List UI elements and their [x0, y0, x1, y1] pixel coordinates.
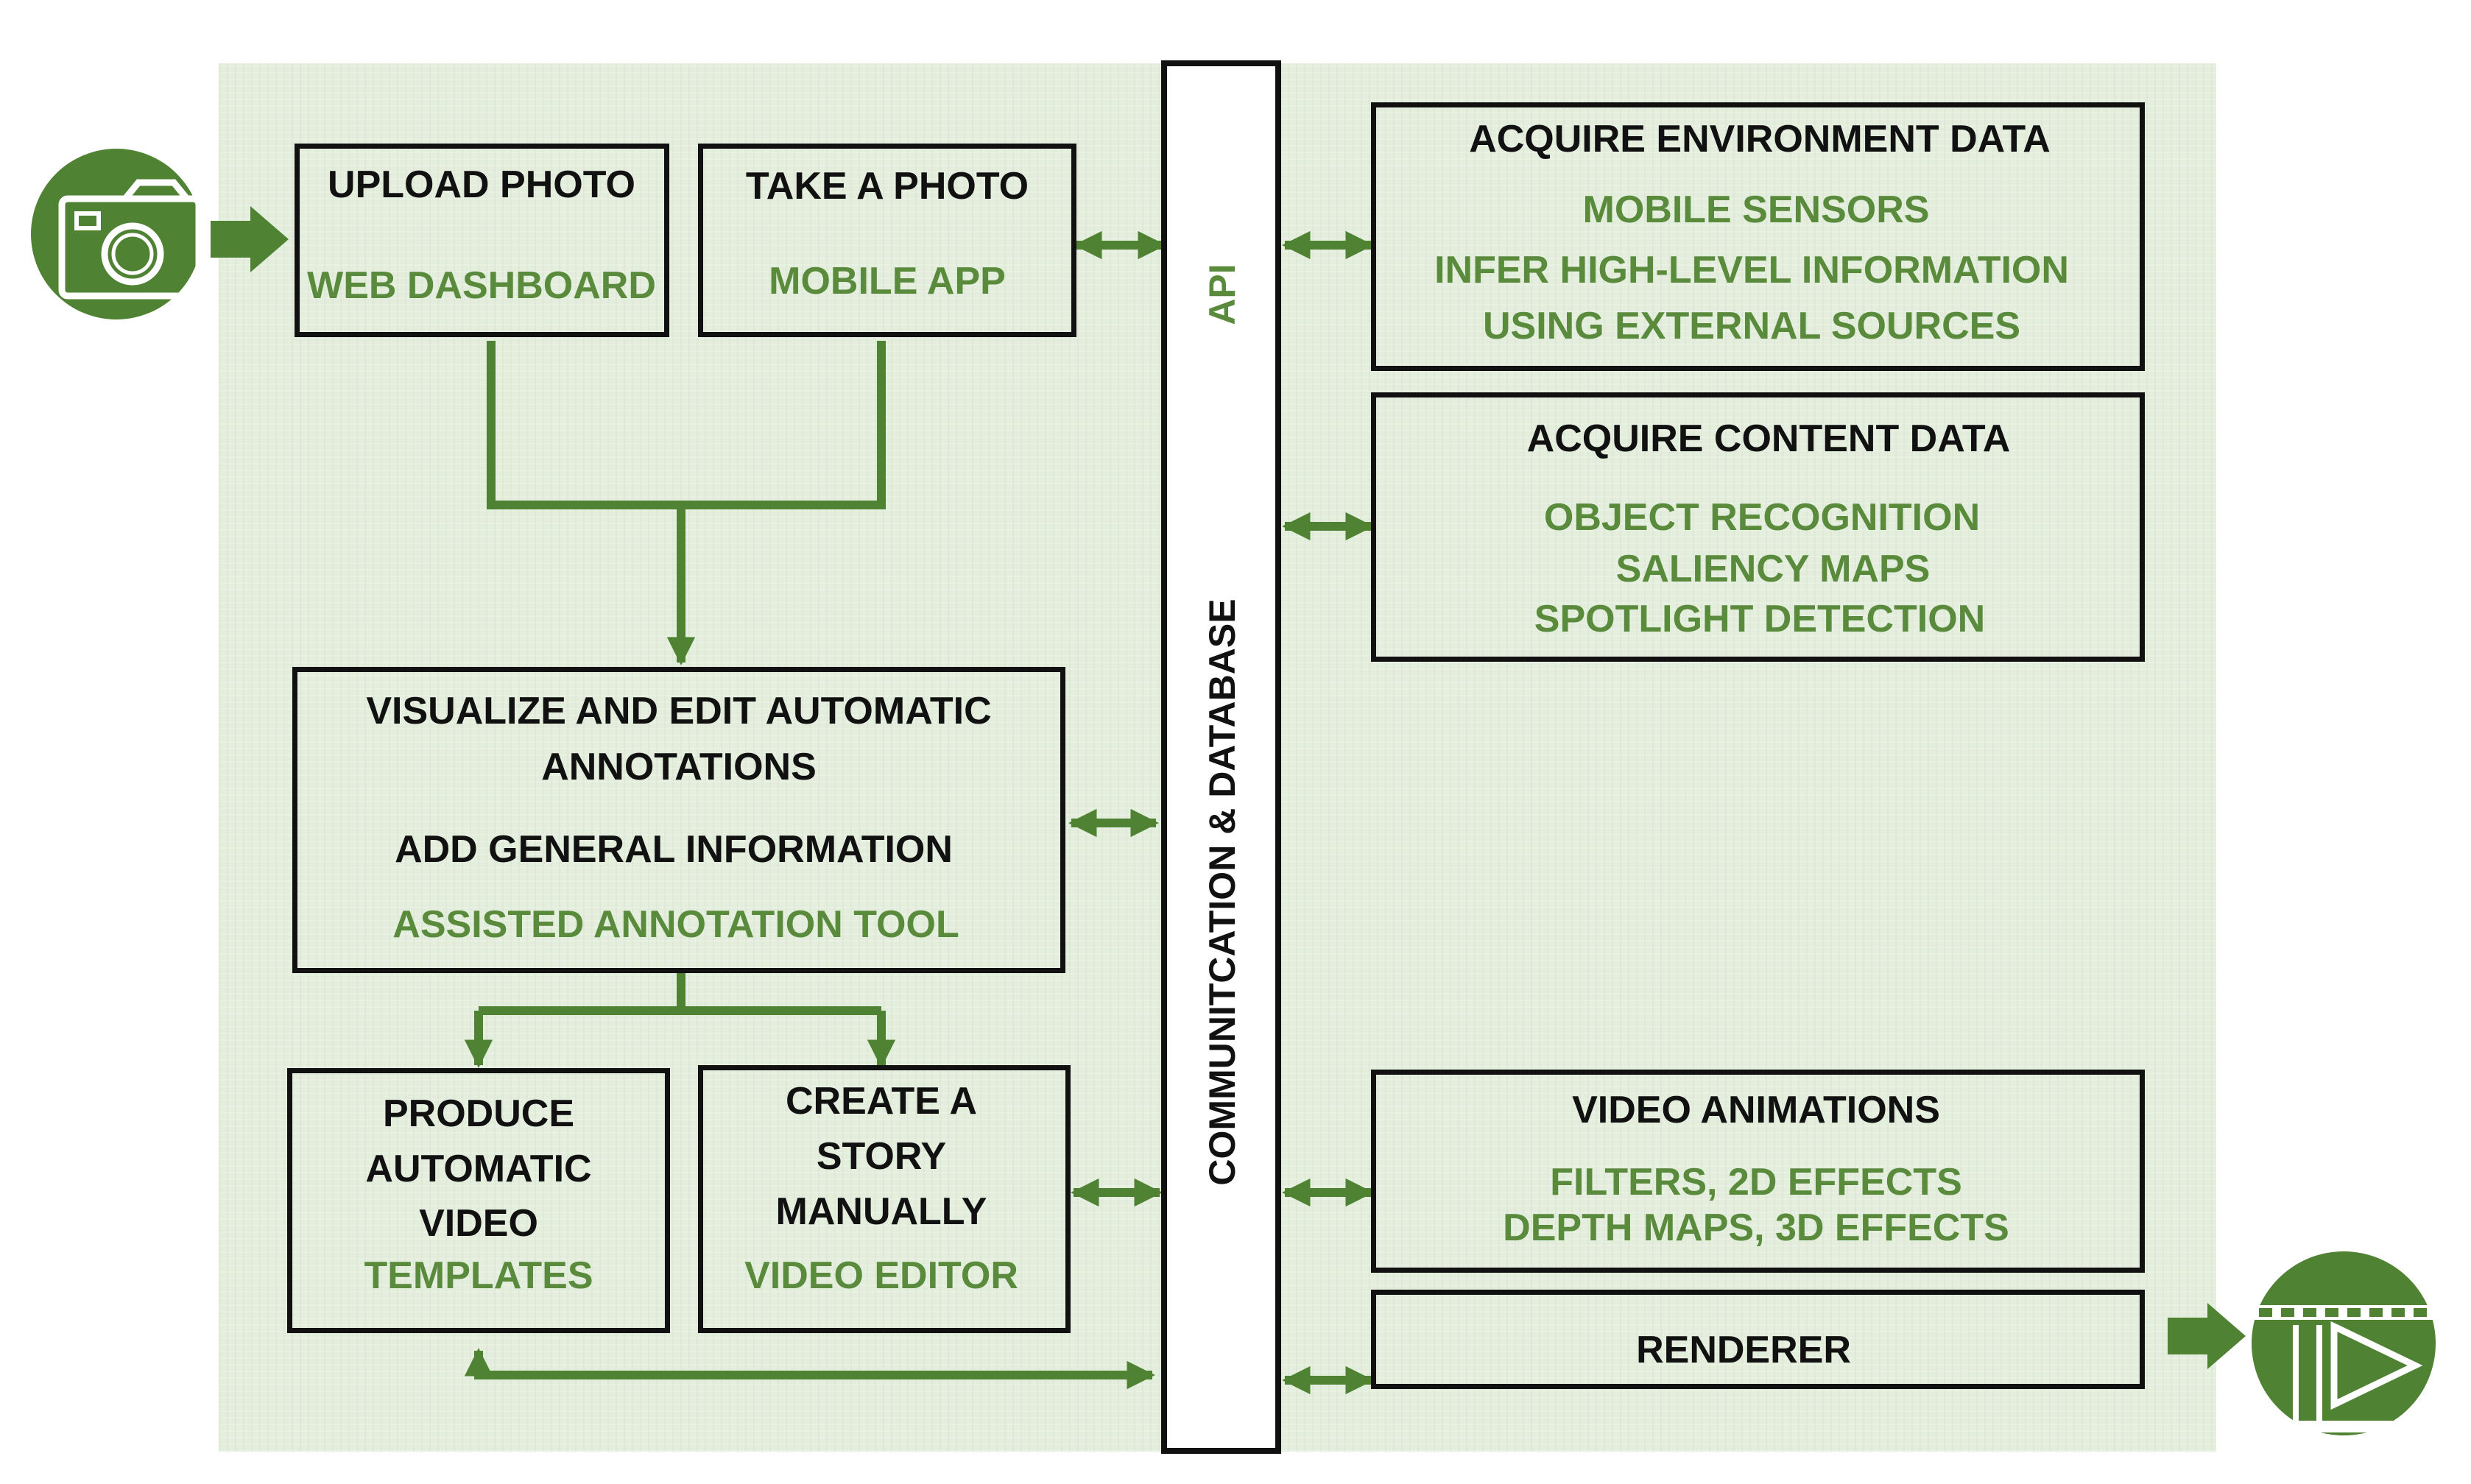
mobile-app-label: MOBILE APP	[769, 260, 1006, 303]
infer-information-label: INFER HIGH-LEVEL INFORMATION	[1434, 249, 2069, 292]
story-line3: MANUALLY	[775, 1190, 987, 1233]
environment-data-box	[1371, 102, 2145, 371]
saliency-maps-label: SALIENCY MAPS	[1615, 548, 1931, 590]
story-box	[698, 1065, 1071, 1333]
upload-photo-title: UPLOAD PHOTO	[328, 163, 635, 206]
automatic-video-line2: AUTOMATIC	[365, 1148, 592, 1190]
camera-input-arrow	[211, 206, 289, 272]
templates-label: TEMPLATES	[364, 1254, 593, 1297]
story-line1: CREATE A	[786, 1080, 977, 1123]
filters-effects-label: FILTERS, 2D EFFECTS	[1550, 1161, 1962, 1204]
annotation-box	[292, 667, 1065, 973]
api-label: API	[1202, 264, 1243, 325]
spotlight-detection-label: SPOTLIGHT DETECTION	[1534, 598, 1986, 640]
video-animations-box	[1371, 1070, 2145, 1273]
video-editor-label: VIDEO EDITOR	[744, 1254, 1018, 1297]
automatic-video-line1: PRODUCE	[382, 1092, 575, 1135]
external-sources-label: USING EXTERNAL SOURCES	[1482, 305, 2021, 347]
general-information-label: ADD GENERAL INFORMATION	[395, 828, 953, 871]
take-photo-box	[698, 144, 1076, 337]
depth-maps-label: DEPTH MAPS, 3D EFFECTS	[1503, 1206, 2009, 1249]
annotation-title-line2: ANNOTATIONS	[541, 746, 817, 788]
content-data-title: ACQUIRE CONTENT DATA	[1526, 417, 2011, 460]
object-recognition-label: OBJECT RECOGNITION	[1543, 496, 1981, 539]
film-reel-play-icon	[2252, 1251, 2436, 1435]
api-database-bar	[1161, 60, 1281, 1454]
renderer-title: RENDERER	[1636, 1329, 1851, 1371]
annotation-title-line1: VISUALIZE AND EDIT AUTOMATIC	[366, 690, 992, 732]
renderer-output-arrow	[2168, 1303, 2246, 1369]
take-photo-title: TAKE A PHOTO	[745, 165, 1029, 208]
assisted-annotation-tool-label: ASSISTED ANNOTATION TOOL	[392, 903, 959, 946]
story-line2: STORY	[816, 1135, 947, 1178]
camera-icon	[31, 149, 202, 319]
video-animations-title: VIDEO ANIMATIONS	[1572, 1089, 1940, 1131]
renderer-box	[1371, 1290, 2145, 1389]
content-data-box	[1371, 392, 2145, 662]
mobile-sensors-label: MOBILE SENSORS	[1582, 188, 1930, 231]
merge-connector	[487, 341, 886, 509]
web-dashboard-label: WEB DASHBOARD	[307, 264, 656, 307]
automatic-video-line3: VIDEO	[419, 1202, 538, 1245]
bottom-return-arrow	[464, 1348, 1155, 1390]
automatic-video-box	[287, 1068, 670, 1333]
environment-data-title: ACQUIRE ENVIRONMENT DATA	[1469, 118, 2051, 160]
communication-database-label: COMMUNITCATION & DATABASE	[1202, 598, 1243, 1186]
upload-photo-box	[295, 144, 669, 337]
